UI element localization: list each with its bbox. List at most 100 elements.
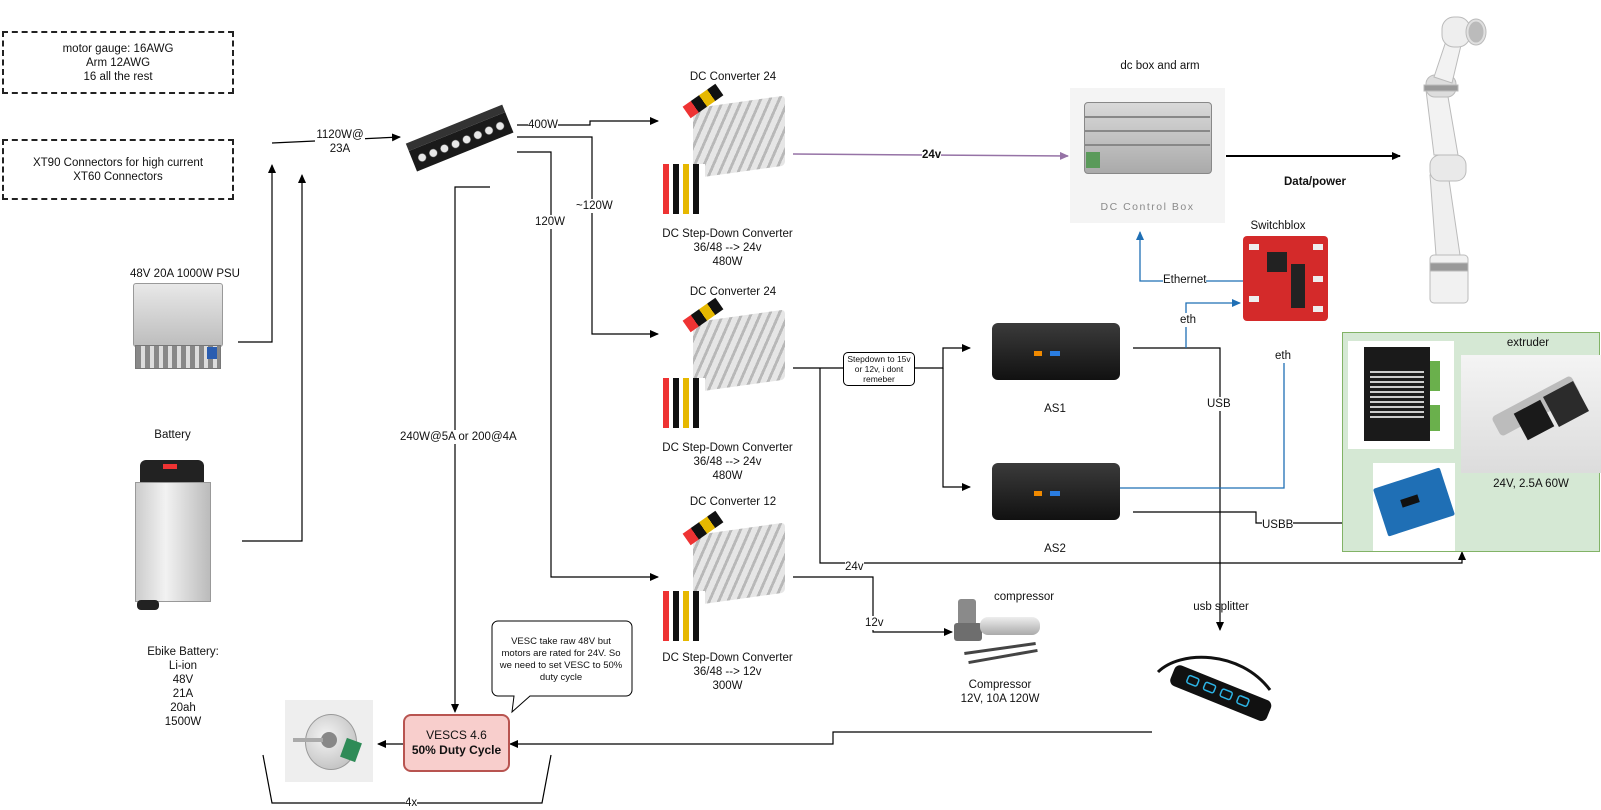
wire-label-24v-b: 24v xyxy=(845,560,864,574)
as2-image xyxy=(992,463,1120,520)
psu-title: 48V 20A 1000W PSU xyxy=(130,268,240,280)
converter-desc-line: 36/48 --> 12v xyxy=(693,666,762,678)
extruder-spec: 24V, 2.5A 60W xyxy=(1493,478,1569,490)
wire-eth-as1 xyxy=(1185,299,1241,348)
wire-vesc-feed xyxy=(451,186,490,713)
dcbox-caption: DC Control Box xyxy=(1100,201,1195,213)
converter-3-desc: DC Step-Down Converter 36/48 --> 12v 300… xyxy=(655,651,800,693)
switchblox-image xyxy=(1243,236,1328,321)
wire-label-usbb: USBB xyxy=(1262,518,1294,532)
converter-3-image xyxy=(663,510,793,645)
extruder-group: extruder 24V, 2.5A 60W xyxy=(1342,332,1601,552)
usb-splitter-image xyxy=(1150,650,1290,735)
converter-2-image xyxy=(663,297,793,432)
converter-heatsink xyxy=(693,95,785,179)
wire-label-eth2: eth xyxy=(1275,349,1291,363)
vesc-callout-shape xyxy=(491,620,633,714)
gauge-note: motor gauge: 16AWG Arm 12AWG 16 all the … xyxy=(2,31,234,94)
battery-desc-line: Ebike Battery: xyxy=(147,646,219,658)
vesc-line1: VESCS 4.6 xyxy=(426,728,487,742)
callout-line: motors are rated for 24V. So xyxy=(501,648,621,659)
usb-splitter-title: usb splitter xyxy=(1193,601,1249,613)
wire-label-usb: USB xyxy=(1207,397,1231,411)
stepdown-line: Stepdown to 15v xyxy=(847,354,911,364)
stepdown-line: or 12v, i dont xyxy=(854,364,904,374)
converter-leads xyxy=(663,378,705,428)
converter-desc-line: 300W xyxy=(712,680,743,692)
stepdown-box: Stepdown to 15v or 12v, i dont remeber xyxy=(843,352,915,386)
wire-splitter-vesc xyxy=(509,731,1152,748)
compressor-desc-line: Compressor xyxy=(968,679,1032,691)
extruder-image xyxy=(1461,355,1601,473)
callout-line: VESC take raw 48V but xyxy=(511,636,611,647)
stepdown-line: remeber xyxy=(863,374,895,384)
psu-wire xyxy=(238,164,276,343)
wire-as2 xyxy=(942,368,971,491)
extruder-title: extruder xyxy=(1506,337,1550,349)
wire-label-4x: 4x xyxy=(405,796,418,810)
wire-eth-as2 xyxy=(1120,351,1288,489)
converter-desc-line: 480W xyxy=(712,256,743,268)
converter-3-title: DC Converter 12 xyxy=(689,496,777,508)
wire-usb xyxy=(1133,347,1224,631)
stepper-driver-image xyxy=(1348,341,1454,449)
note-line: 16 all the rest xyxy=(83,70,153,83)
compressor-desc-line: 12V, 10A 120W xyxy=(960,693,1040,705)
battery-desc-line: 20ah xyxy=(170,702,196,714)
note-line: XT90 Connectors for high current xyxy=(32,156,204,169)
battery-desc: Ebike Battery: Li-ion 48V 21A 20ah 1500W xyxy=(128,645,238,729)
compressor-desc: Compressor 12V, 10A 120W xyxy=(945,678,1055,706)
wire-as1 xyxy=(913,344,971,369)
wire-label-data-power: Data/power xyxy=(1284,176,1346,188)
converter-desc-line: 480W xyxy=(712,470,743,482)
converter-leads xyxy=(663,591,705,641)
wire-label-400w: 400W xyxy=(528,118,559,132)
converter-desc-line: DC Step-Down Converter xyxy=(662,228,793,240)
switchblox-title: Switchblox xyxy=(1250,220,1306,232)
wire-120w xyxy=(517,151,659,581)
converter-heatsink xyxy=(693,309,785,393)
wire-12v xyxy=(793,576,953,636)
converter-leads xyxy=(663,164,705,214)
battery-title: Battery xyxy=(154,429,191,441)
wire-label-120w-a: ~120W xyxy=(576,199,613,213)
converter-1-title: DC Converter 24 xyxy=(689,71,777,83)
wire-label-vesc-feed: 240W@5A or 200@4A xyxy=(400,430,517,444)
arduino-image xyxy=(1372,463,1456,551)
connectors-note: XT90 Connectors for high current XT60 Co… xyxy=(2,139,234,200)
terminal-block-image xyxy=(404,103,516,175)
bus-total-line: 1120W@ xyxy=(316,129,364,141)
battery-desc-line: 48V xyxy=(172,674,194,686)
vesc-callout: VESC take raw 48V but motors are rated f… xyxy=(492,636,630,684)
converter-1-image xyxy=(663,83,793,218)
battery-image xyxy=(133,460,211,615)
converter-desc-line: 36/48 --> 24v xyxy=(693,456,762,468)
note-line: motor gauge: 16AWG xyxy=(62,42,174,55)
converter-2-desc: DC Step-Down Converter 36/48 --> 24v 480… xyxy=(655,441,800,483)
wire-label-eth1: eth xyxy=(1180,313,1196,327)
callout-line: we need to set VESC to 50% xyxy=(499,660,623,671)
converter-2-title: DC Converter 24 xyxy=(689,286,777,298)
converter-1-desc: DC Step-Down Converter 36/48 --> 24v 480… xyxy=(655,227,800,269)
converter-heatsink xyxy=(693,522,785,606)
as1-label: AS1 xyxy=(1044,403,1066,415)
robot-arm-image xyxy=(1400,5,1520,305)
motor-image xyxy=(285,700,373,782)
battery-wire xyxy=(242,174,306,542)
note-line: XT60 Connectors xyxy=(73,170,163,183)
battery-desc-line: 21A xyxy=(172,688,194,700)
dcbox-title: dc box and arm xyxy=(1120,60,1200,72)
wire-ethernet xyxy=(1136,231,1243,282)
wire-label-120w: 120W xyxy=(535,215,566,229)
battery-desc-line: Li-ion xyxy=(168,660,198,672)
compressor-image xyxy=(950,595,1050,667)
wire-label-ethernet: Ethernet xyxy=(1163,273,1207,287)
bus-total-label: 1120W@ 23A xyxy=(315,128,365,156)
callout-line: duty cycle xyxy=(539,672,583,683)
wire-label-24v: 24v xyxy=(922,148,942,162)
psu-image xyxy=(133,283,223,383)
battery-desc-line: 1500W xyxy=(164,716,202,728)
as2-label: AS2 xyxy=(1044,543,1066,555)
as1-image xyxy=(992,323,1120,380)
vesc-line2: 50% Duty Cycle xyxy=(411,743,502,757)
